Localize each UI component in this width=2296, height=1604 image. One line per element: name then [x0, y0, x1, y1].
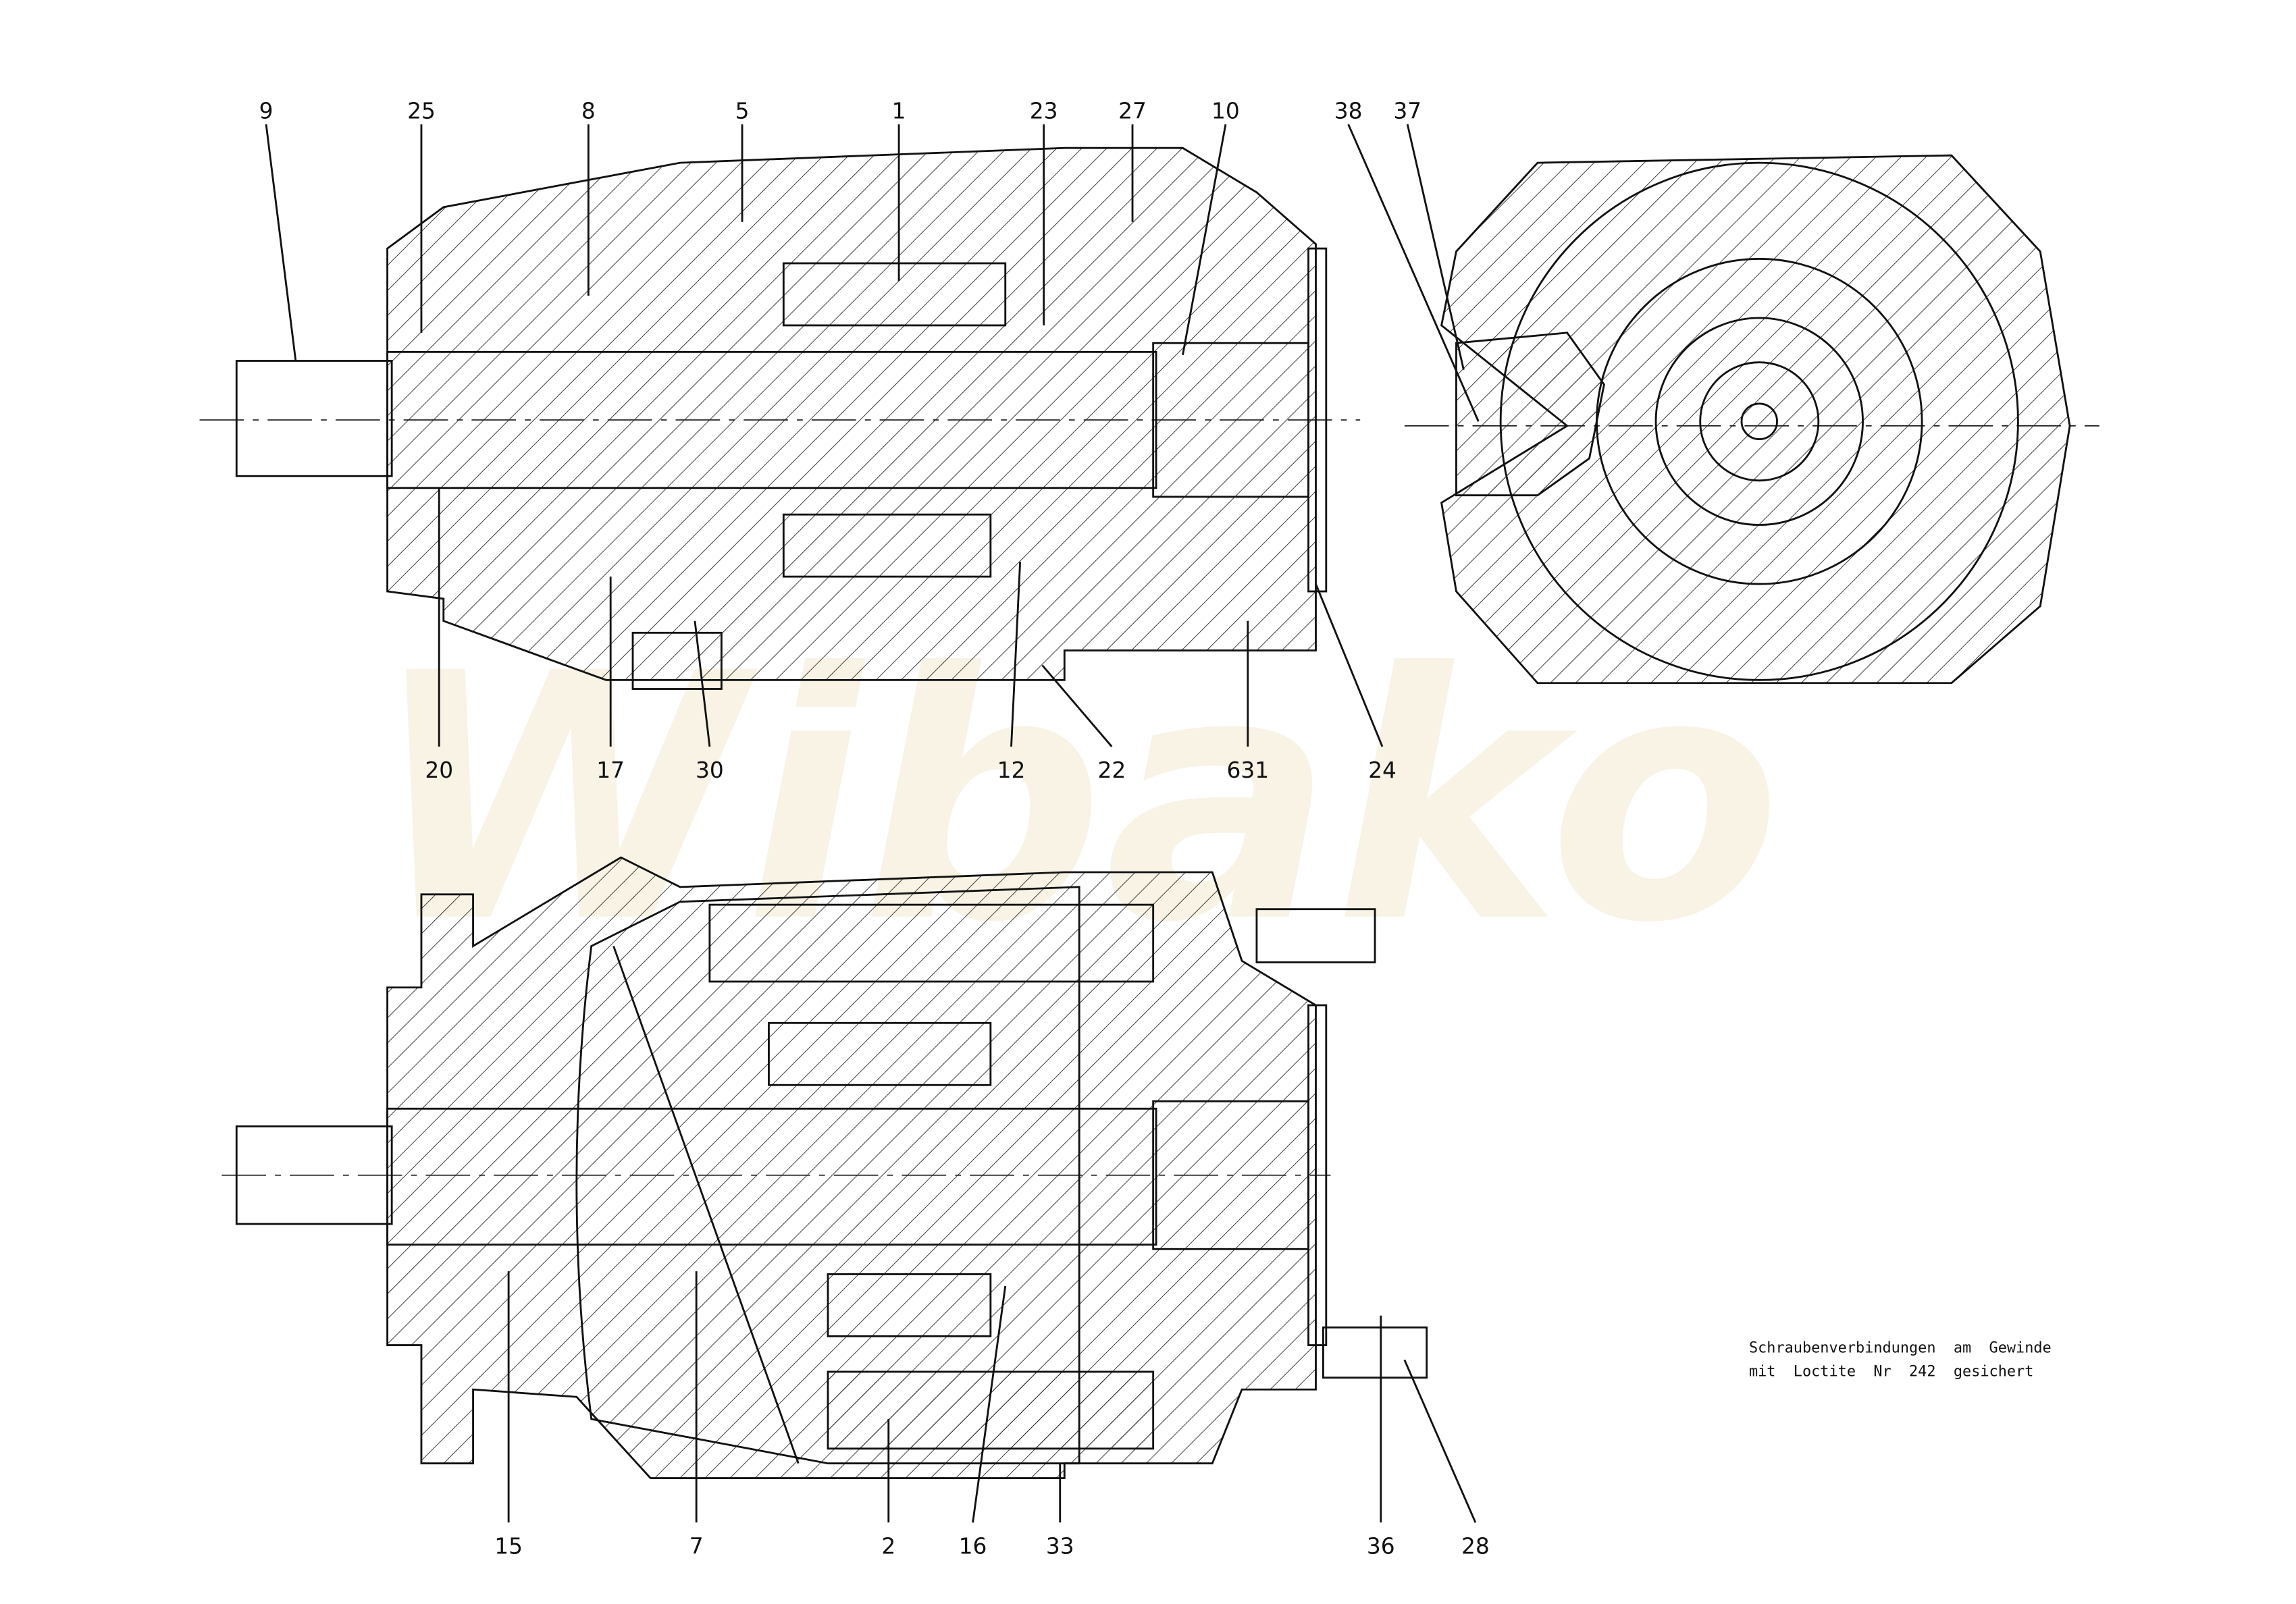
callout-8: 8 — [581, 98, 596, 124]
callouts-top: 9 25 8 5 1 23 27 10 38 37 — [259, 98, 1480, 422]
callout-16: 16 — [959, 1533, 987, 1559]
callout-37: 37 — [1393, 98, 1421, 124]
callout-2: 2 — [881, 1533, 895, 1559]
callout-631: 631 — [1226, 757, 1269, 783]
callout-23: 23 — [1030, 98, 1058, 124]
callout-25: 25 — [407, 98, 436, 124]
top-section-view — [199, 146, 1361, 690]
callout-38: 38 — [1334, 98, 1363, 124]
callout-1: 1 — [892, 98, 906, 124]
bottom-section-view — [221, 856, 1428, 1480]
note-line-2: mit Loctite Nr 242 gesichert — [1749, 1364, 2033, 1381]
callout-12: 12 — [997, 757, 1026, 783]
callout-22: 22 — [1097, 757, 1126, 783]
callout-33: 33 — [1046, 1533, 1074, 1559]
callout-20: 20 — [425, 757, 453, 783]
callout-5: 5 — [735, 98, 750, 124]
callout-7: 7 — [689, 1533, 704, 1559]
callout-27: 27 — [1118, 98, 1147, 124]
drive-shaft — [235, 360, 393, 477]
end-view — [1404, 154, 2099, 685]
note-line-1: Schraubenverbindungen am Gewinde — [1749, 1340, 2052, 1357]
callouts-top-bottom-row: 20 17 30 12 22 631 24 — [425, 487, 1397, 783]
callout-15: 15 — [494, 1533, 523, 1559]
callout-17: 17 — [596, 757, 625, 783]
callout-28: 28 — [1461, 1533, 1490, 1559]
callout-9: 9 — [259, 98, 273, 124]
callout-10: 10 — [1211, 98, 1240, 124]
callouts-bottom: 15 7 2 16 33 36 28 — [494, 1271, 1490, 1559]
piston — [782, 262, 1007, 327]
callout-36: 36 — [1367, 1533, 1395, 1559]
callout-24: 24 — [1368, 757, 1397, 783]
callout-30: 30 — [696, 757, 724, 783]
